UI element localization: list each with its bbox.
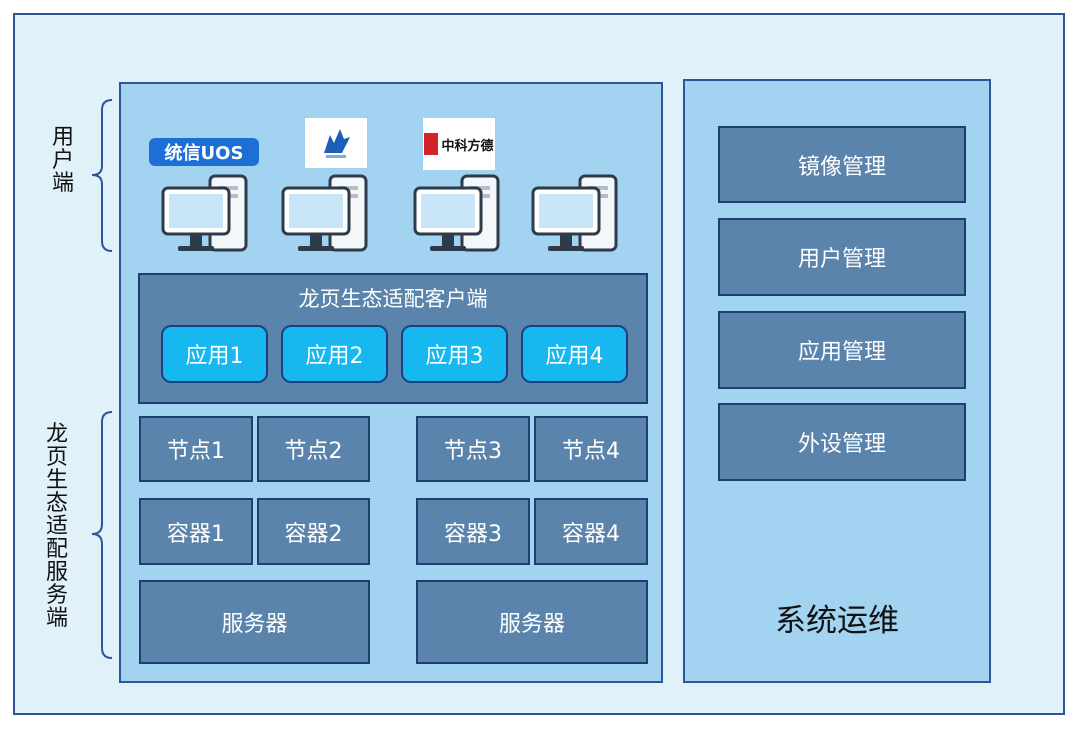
app-3: 应用3 (401, 325, 508, 383)
desktop-computer-icon (281, 174, 368, 252)
server-side-text: 龙页生态适配服务端 (45, 422, 68, 631)
app-1: 应用1 (161, 325, 268, 383)
container-1: 容器1 (139, 498, 253, 565)
desktop-computer-icon (413, 174, 500, 252)
server-side-bracket (91, 411, 113, 659)
zk-logo-text: 中科方德 (441, 138, 494, 154)
node-2: 节点2 (257, 416, 370, 482)
uos-logo-text: 统信UOS (164, 143, 244, 164)
desktop-computer-icon (161, 174, 248, 252)
uos-logo: 统信UOS (149, 138, 259, 166)
node-3: 节点3 (416, 416, 530, 482)
client-title: 龙页生态适配客户端 (298, 287, 488, 311)
zk-emblem-icon (424, 133, 439, 155)
container-4: 容器4 (534, 498, 648, 565)
user-management: 用户管理 (718, 218, 966, 296)
user-side-label: 用户端 (48, 126, 78, 195)
kylin-logo (305, 118, 367, 168)
image-management: 镜像管理 (718, 126, 966, 203)
user-side-text: 用户端 (51, 125, 74, 196)
kylin-emblem-icon (324, 129, 350, 158)
desktop-computer-icon (531, 174, 618, 252)
user-side-bracket (91, 99, 113, 252)
zk-logo: 中科方德 (423, 118, 495, 170)
node-1: 节点1 (139, 416, 253, 482)
container-2: 容器2 (257, 498, 370, 565)
peripheral-management: 外设管理 (718, 403, 966, 481)
container-3: 容器3 (416, 498, 530, 565)
app-management: 应用管理 (718, 311, 966, 389)
server-side-label: 龙页生态适配服务端 (42, 423, 72, 630)
app-2: 应用2 (281, 325, 388, 383)
server-1: 服务器 (139, 580, 370, 664)
system-ops-label: 系统运维 (775, 603, 899, 639)
node-4: 节点4 (534, 416, 648, 482)
server-2: 服务器 (416, 580, 648, 664)
app-4: 应用4 (521, 325, 628, 383)
